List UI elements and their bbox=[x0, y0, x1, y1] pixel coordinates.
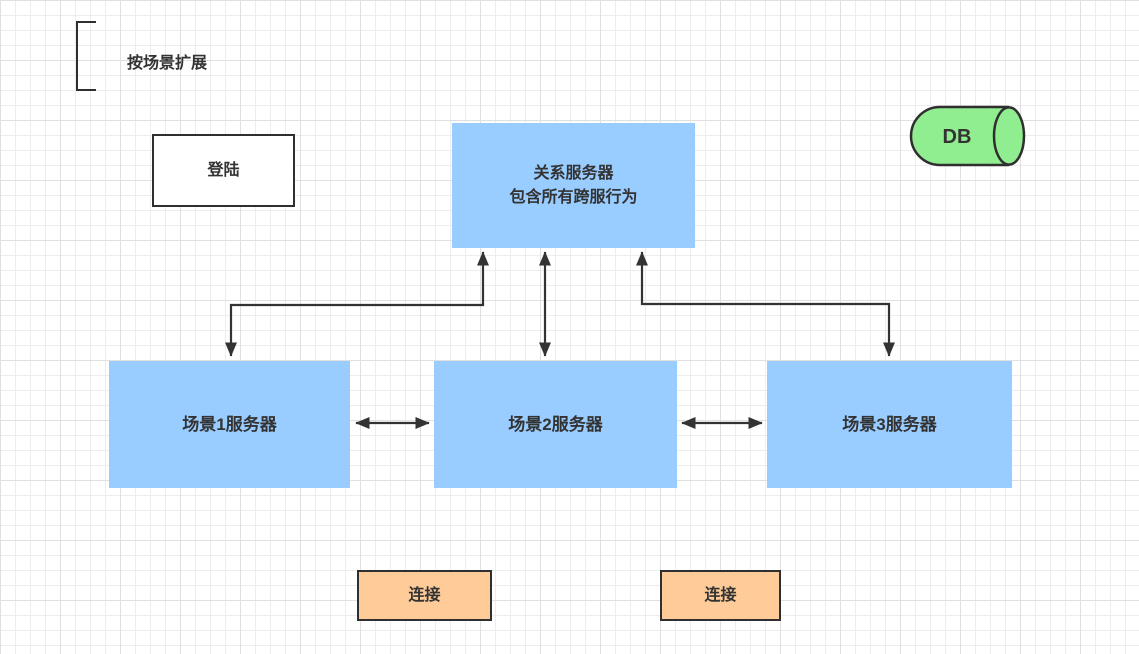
node-login-label: 登陆 bbox=[207, 161, 240, 179]
bracket-shape[interactable] bbox=[76, 21, 96, 91]
annotation-label[interactable]: 按场景扩展 bbox=[127, 55, 208, 72]
connector-relation-scene1[interactable] bbox=[224, 251, 490, 357]
node-relation-label-line2: 包含所有跨服行为 bbox=[509, 188, 638, 206]
node-db-label: DB bbox=[943, 126, 972, 148]
node-connect-right-label: 连接 bbox=[704, 586, 737, 604]
db-cylinder-body bbox=[909, 105, 1009, 167]
node-scene3-server[interactable]: 场景3服务器 bbox=[767, 361, 1012, 488]
node-login[interactable]: 登陆 bbox=[152, 134, 295, 207]
db-cylinder-cap bbox=[992, 106, 1026, 166]
node-scene2-label: 场景2服务器 bbox=[508, 414, 603, 434]
node-scene1-server[interactable]: 场景1服务器 bbox=[109, 361, 350, 488]
node-relation-server[interactable]: 关系服务器 包含所有跨服行为 bbox=[452, 123, 695, 248]
node-connect-right[interactable]: 连接 bbox=[660, 570, 781, 621]
node-scene3-label: 场景3服务器 bbox=[842, 414, 937, 434]
node-scene1-label: 场景1服务器 bbox=[182, 414, 277, 434]
node-connect-left-label: 连接 bbox=[408, 586, 441, 604]
node-relation-label-line1: 关系服务器 bbox=[533, 164, 614, 182]
node-db-cylinder[interactable]: DB bbox=[905, 105, 1027, 167]
connector-relation-scene3[interactable] bbox=[635, 251, 896, 357]
node-scene2-server[interactable]: 场景2服务器 bbox=[434, 361, 677, 488]
node-connect-left[interactable]: 连接 bbox=[357, 570, 492, 621]
